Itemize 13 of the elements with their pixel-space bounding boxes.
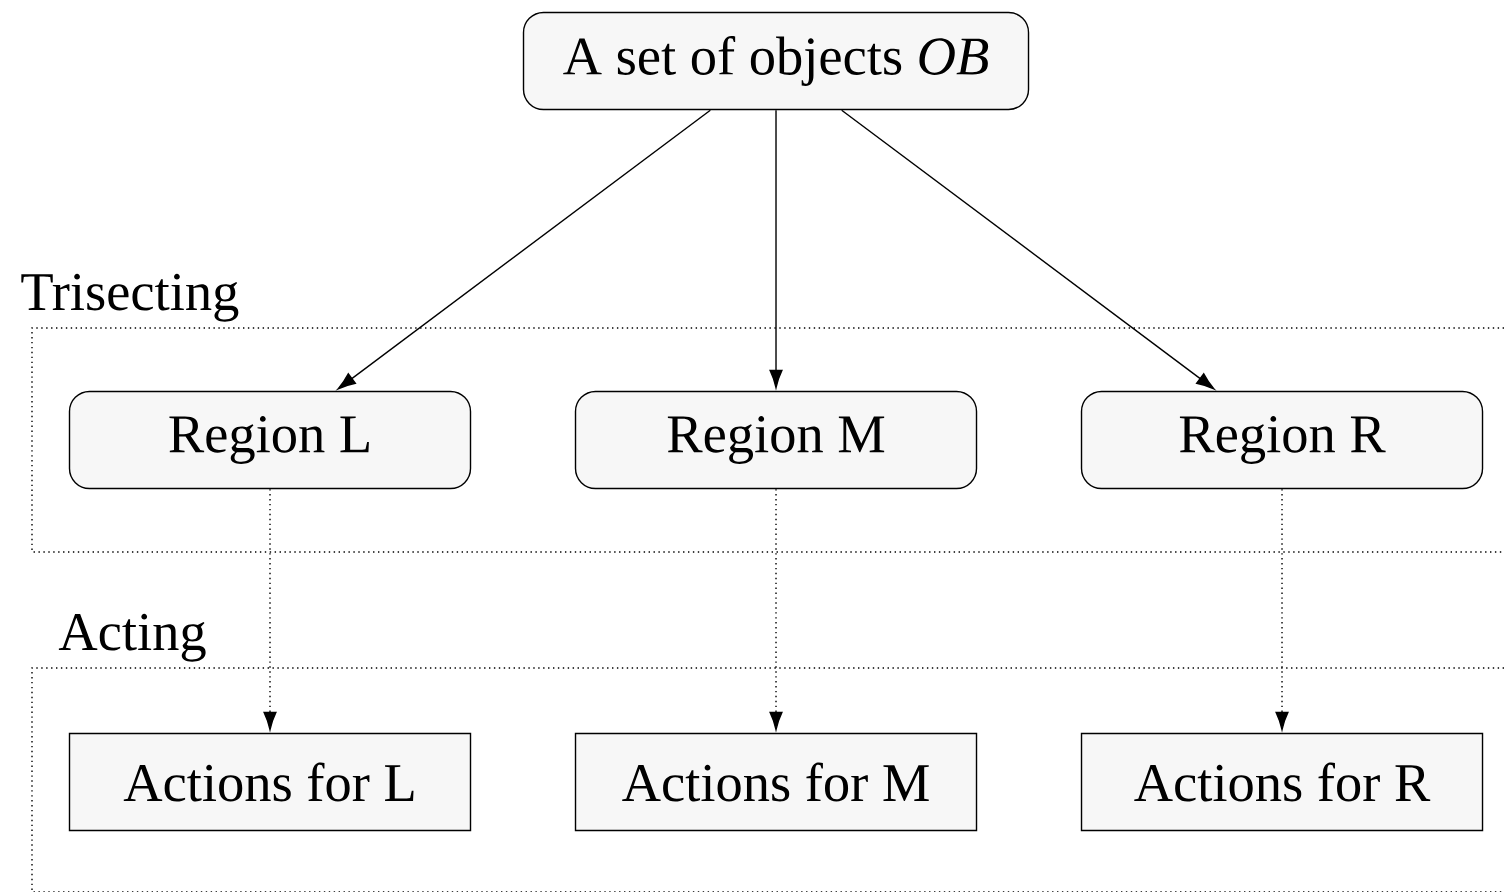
rounded-box: Region M [574,390,978,490]
process-box: Actions for R [1080,732,1484,832]
arrow [841,109,1215,390]
arrow [337,109,712,390]
process-box: Actions for L [68,732,472,832]
process-box: Actions for M [574,732,978,832]
arrow [1275,488,1289,731]
arrow [263,488,277,731]
arrow [769,488,783,731]
rounded-box: Region R [1080,390,1484,490]
rounded-box: A set of objects OB [522,11,1030,111]
rounded-box: Region L [68,390,472,490]
arrow [769,109,783,389]
